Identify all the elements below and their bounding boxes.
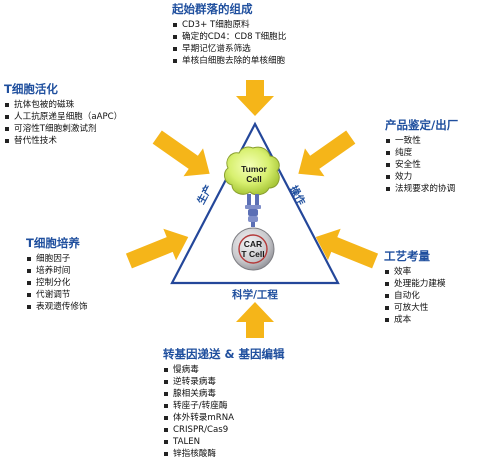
arrow-left-upper [152, 130, 210, 177]
block-starting-population: 起始群落的组成 CD3+ T细胞原料 确定的CD4：CD8 T细胞比 早期记忆谱… [172, 2, 286, 67]
block-t-cell-culture: T细胞培养 细胞因子 培养时间 控制分化 代谢调节 表观遗传修饰 [26, 236, 88, 313]
arrow-top [236, 80, 274, 116]
list-item: 一致性 [385, 135, 458, 147]
block-process-considerations: 工艺考量 效率 处理能力建模 自动化 可放大性 成本 [384, 249, 446, 326]
list-item: 早期记忆谱系筛选 [172, 43, 286, 55]
list-item: 自动化 [384, 290, 446, 302]
triangle-side-right-label: 操作 [287, 183, 308, 207]
list-item: 腺相关病毒 [163, 388, 285, 400]
arrow-bottom [236, 302, 274, 338]
list-item: 单核白细胞去除的单核细胞 [172, 55, 286, 67]
block-title: 起始群落的组成 [172, 2, 253, 16]
list-item: 可溶性T细胞刺激试剂 [4, 123, 122, 135]
list-item: 效力 [385, 171, 458, 183]
list-item: 法规要求的协调 [385, 183, 458, 195]
block-title: T细胞活化 [4, 82, 58, 96]
list-item: 培养时间 [26, 265, 88, 277]
list-item: 安全性 [385, 159, 458, 171]
car-t-label-line1: CAR [244, 239, 262, 249]
triangle-side-bottom-label: 科学/工程 [232, 288, 278, 301]
list-item: 替代性技术 [4, 135, 122, 147]
list-item: 细胞因子 [26, 253, 88, 265]
list-item: 纯度 [385, 147, 458, 159]
block-title: T细胞培养 [26, 236, 80, 250]
list-item: CD3+ T细胞原料 [172, 19, 286, 31]
list-item: 确定的CD4：CD8 T细胞比 [172, 31, 286, 43]
list-item: 处理能力建模 [384, 278, 446, 290]
block-product-release: 产品鉴定/出厂 一致性 纯度 安全性 效力 法规要求的协调 [385, 118, 458, 195]
tumor-cell [224, 146, 280, 196]
car-receptor [245, 194, 261, 227]
item-list: 效率 处理能力建模 自动化 可放大性 成本 [384, 266, 446, 326]
block-title: 产品鉴定/出厂 [385, 118, 459, 132]
list-item: 慢病毒 [163, 364, 285, 376]
block-title: 转基因递送 & 基因编辑 [163, 347, 285, 361]
list-item: 表观遗传修饰 [26, 301, 88, 313]
list-item: 抗体包被的磁珠 [4, 99, 122, 111]
arrow-left-lower [125, 228, 189, 269]
list-item: 控制分化 [26, 277, 88, 289]
list-item: 代谢调节 [26, 289, 88, 301]
tumor-cell-label-line2: Cell [246, 174, 262, 184]
list-item: 成本 [384, 314, 446, 326]
tumor-cell-label-line1: Tumor [241, 164, 268, 174]
car-t-label-line2: T Cell [241, 249, 264, 259]
list-item: 可放大性 [384, 302, 446, 314]
item-list: CD3+ T细胞原料 确定的CD4：CD8 T细胞比 早期记忆谱系筛选 单核白细… [172, 19, 286, 67]
arrow-right-lower [315, 228, 379, 269]
item-list: 慢病毒 逆转录病毒 腺相关病毒 转座子/转座酶 体外转录mRNA CRISPR/… [163, 364, 285, 460]
process-triangle [170, 121, 340, 285]
list-item: 人工抗原递呈细胞（aAPC） [4, 111, 122, 123]
item-list: 细胞因子 培养时间 控制分化 代谢调节 表观遗传修饰 [26, 253, 88, 313]
block-gene-delivery-editing: 转基因递送 & 基因编辑 慢病毒 逆转录病毒 腺相关病毒 转座子/转座酶 体外转… [163, 347, 285, 460]
list-item: 逆转录病毒 [163, 376, 285, 388]
block-t-cell-activation: T细胞活化 抗体包被的磁珠 人工抗原递呈细胞（aAPC） 可溶性T细胞刺激试剂 … [4, 82, 122, 147]
list-item: TALEN [163, 436, 285, 448]
list-item: CRISPR/Cas9 [163, 424, 285, 436]
arrow-right-upper [298, 130, 356, 177]
car-t-cell [231, 227, 275, 271]
block-title: 工艺考量 [384, 249, 430, 263]
item-list: 一致性 纯度 安全性 效力 法规要求的协调 [385, 135, 458, 195]
list-item: 转座子/转座酶 [163, 400, 285, 412]
triangle-side-left-label: 生产 [194, 183, 215, 207]
item-list: 抗体包被的磁珠 人工抗原递呈细胞（aAPC） 可溶性T细胞刺激试剂 替代性技术 [4, 99, 122, 147]
list-item: 体外转录mRNA [163, 412, 285, 424]
list-item: 效率 [384, 266, 446, 278]
list-item: 锌指核酸酶 [163, 448, 285, 460]
